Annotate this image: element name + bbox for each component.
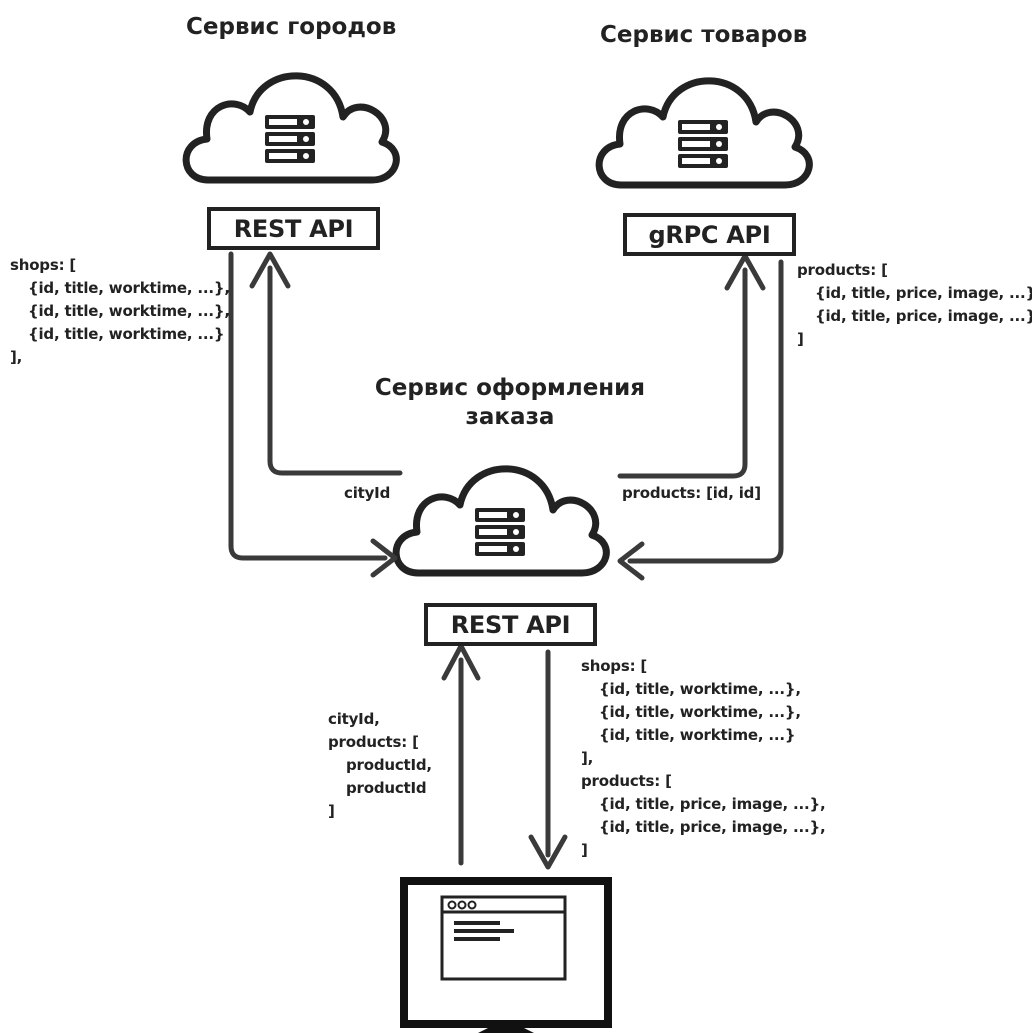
- arrowhead: [441, 643, 481, 681]
- cloud-server-icon: [186, 76, 396, 180]
- label-line: {id, title, worktime, ...},: [28, 302, 230, 320]
- arrowhead: [528, 834, 568, 870]
- arrowhead: [724, 253, 766, 291]
- arrow-city-request: [267, 265, 403, 476]
- label-line: products: [: [328, 733, 419, 751]
- label-line: ],: [581, 749, 594, 767]
- client-response-label: shops: [ {id, title, worktime, ...}, {id…: [581, 655, 826, 862]
- label-line: {id, title, price, image, ...},: [599, 795, 826, 813]
- client-request-label: cityId, products: [ productId, productId…: [328, 708, 432, 823]
- checkout-service-title-line: Сервис оформления: [374, 375, 646, 401]
- label-line: {id, title, worktime, ...}: [28, 325, 225, 343]
- label-line: ]: [581, 841, 588, 859]
- label-line: ],: [10, 348, 23, 366]
- cloud-server-icon: [396, 469, 606, 573]
- products-grpc-api-box: gRPC API: [623, 213, 796, 256]
- checkout-service-title-line: заказа: [465, 403, 555, 430]
- label-line: products: [: [581, 772, 672, 790]
- label-line: productId: [346, 779, 427, 797]
- products-response-label: products: [ {id, title, price, image, ..…: [797, 259, 1032, 351]
- arrow-products-request: [617, 267, 748, 479]
- monitor-icon: [400, 877, 612, 1033]
- label-line: {id, title, worktime, ...}: [599, 726, 796, 744]
- label-line: products: [: [797, 261, 888, 279]
- label-line: shops: [: [10, 256, 77, 274]
- label-line: ]: [328, 802, 335, 820]
- products-request-label: products: [id, id]: [622, 484, 761, 502]
- arrow-products-response: [627, 259, 784, 564]
- label-line: {id, title, worktime, ...},: [599, 680, 801, 698]
- label-line: {id, title, worktime, ...},: [599, 703, 801, 721]
- products-service-title: Сервис товаров: [600, 22, 808, 48]
- label-line: productId,: [346, 756, 432, 774]
- label-line: {id, title, price, image, ...}: [815, 307, 1032, 325]
- arrowhead: [370, 538, 398, 578]
- checkout-rest-api-box: REST API: [424, 603, 597, 646]
- label-line: cityId,: [328, 710, 380, 728]
- checkout-service-title: Сервис оформления заказа: [360, 374, 660, 432]
- arrow-shops-response: [228, 251, 388, 561]
- cities-service-title: Сервис городов: [186, 14, 397, 40]
- label-line: {id, title, worktime, ...},: [28, 279, 230, 297]
- label-line: ]: [797, 330, 804, 348]
- arrowhead: [617, 541, 645, 581]
- shops-response-label: shops: [ {id, title, worktime, ...}, {id…: [10, 254, 230, 369]
- label-line: {id, title, price, image, ...},: [815, 284, 1032, 302]
- arrowhead: [249, 251, 291, 289]
- label-line: shops: [: [581, 657, 648, 675]
- label-line: {id, title, price, image, ...},: [599, 818, 826, 836]
- cloud-server-icon: [599, 81, 809, 185]
- city-request-label: cityId: [344, 484, 391, 502]
- cities-rest-api-box: REST API: [207, 207, 380, 250]
